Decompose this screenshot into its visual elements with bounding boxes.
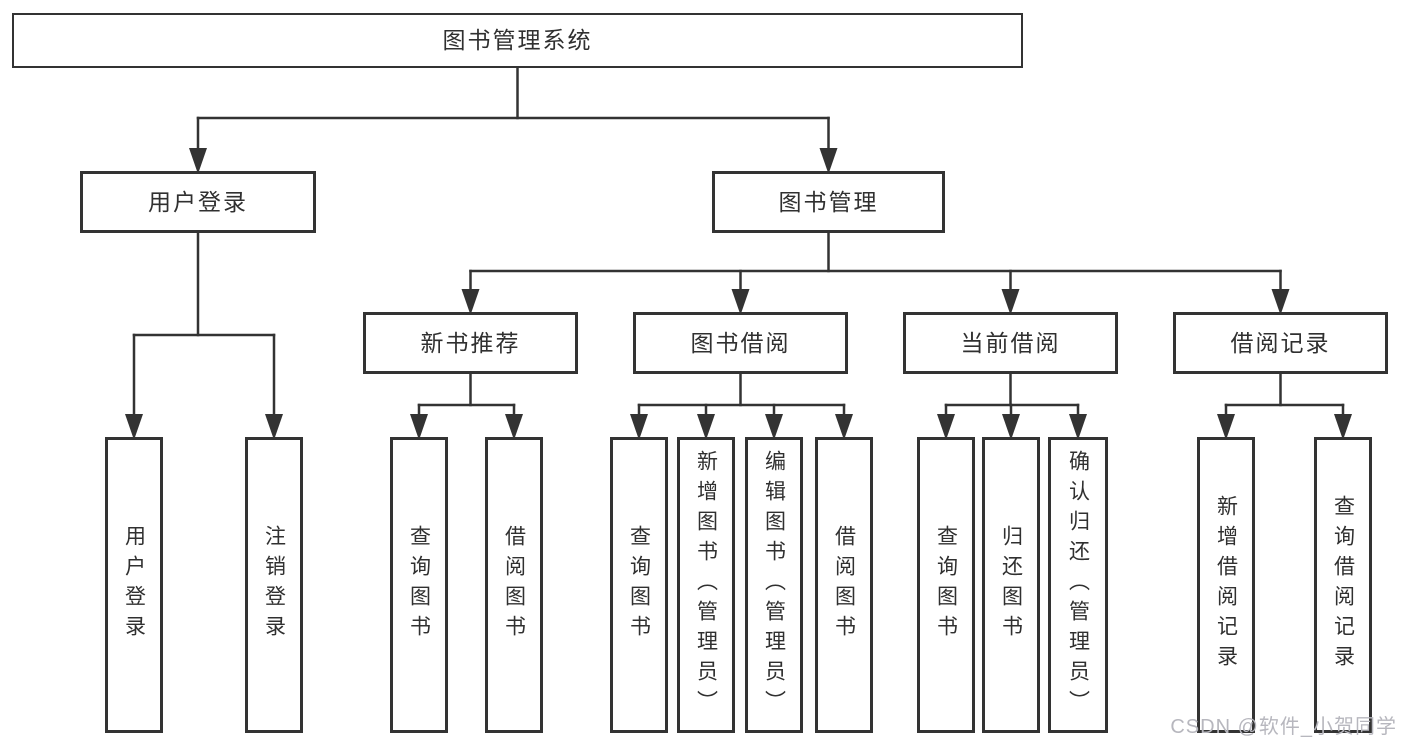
diagram-node-bb-add: 新增图书（管理员） — [677, 437, 735, 733]
node-label-user-login: 用户登录 — [148, 188, 248, 215]
diagram-node-book-mgmt: 图书管理 — [712, 171, 945, 233]
diagram-node-rec-query: 查询图书 — [390, 437, 448, 733]
node-label-br-query: 查询借阅记录 — [1331, 495, 1355, 675]
node-label-bb-borrow: 借阅图书 — [832, 525, 856, 645]
node-label-cb-confirm: 确认归还（管理员） — [1066, 450, 1090, 720]
diagram-node-cb-confirm: 确认归还（管理员） — [1048, 437, 1108, 733]
diagram-node-br-query: 查询借阅记录 — [1314, 437, 1372, 733]
node-label-rec-borrow: 借阅图书 — [502, 525, 526, 645]
node-label-new-book-rec: 新书推荐 — [420, 329, 521, 356]
node-label-borrow-record: 借阅记录 — [1230, 329, 1331, 356]
diagram-node-bb-query: 查询图书 — [610, 437, 668, 733]
diagram-node-borrow-record: 借阅记录 — [1173, 312, 1388, 374]
diagram-node-rec-borrow: 借阅图书 — [485, 437, 543, 733]
diagram-node-cb-return: 归还图书 — [982, 437, 1040, 733]
diagram-node-br-add: 新增借阅记录 — [1197, 437, 1255, 733]
diagram-node-book-borrow: 图书借阅 — [633, 312, 848, 374]
diagram-node-new-book-rec: 新书推荐 — [363, 312, 578, 374]
diagram-node-cb-query: 查询图书 — [917, 437, 975, 733]
node-label-book-borrow: 图书借阅 — [690, 329, 791, 356]
node-label-current-borrow: 当前借阅 — [960, 329, 1061, 356]
node-label-bb-add: 新增图书（管理员） — [694, 450, 718, 720]
diagram-node-user-login: 用户登录 — [80, 171, 316, 233]
node-label-root: 图书管理系统 — [442, 27, 593, 53]
node-label-bb-query: 查询图书 — [627, 525, 651, 645]
node-label-cb-query: 查询图书 — [934, 525, 958, 645]
node-label-br-add: 新增借阅记录 — [1214, 495, 1238, 675]
node-label-book-mgmt: 图书管理 — [778, 188, 879, 215]
diagram-node-logout-leaf: 注销登录 — [245, 437, 303, 733]
node-label-cb-return: 归还图书 — [999, 525, 1023, 645]
watermark: CSDN @软件_小贺同学 — [1170, 716, 1397, 738]
diagram-node-login-leaf: 用户登录 — [105, 437, 163, 733]
diagram-node-bb-borrow: 借阅图书 — [815, 437, 873, 733]
node-label-login-leaf: 用户登录 — [122, 525, 146, 645]
node-label-rec-query: 查询图书 — [407, 525, 431, 645]
node-label-bb-edit: 编辑图书（管理员） — [762, 450, 786, 720]
diagram-node-bb-edit: 编辑图书（管理员） — [745, 437, 803, 733]
diagram-node-current-borrow: 当前借阅 — [903, 312, 1118, 374]
node-label-logout-leaf: 注销登录 — [262, 525, 286, 645]
diagram-node-root: 图书管理系统 — [12, 13, 1023, 68]
